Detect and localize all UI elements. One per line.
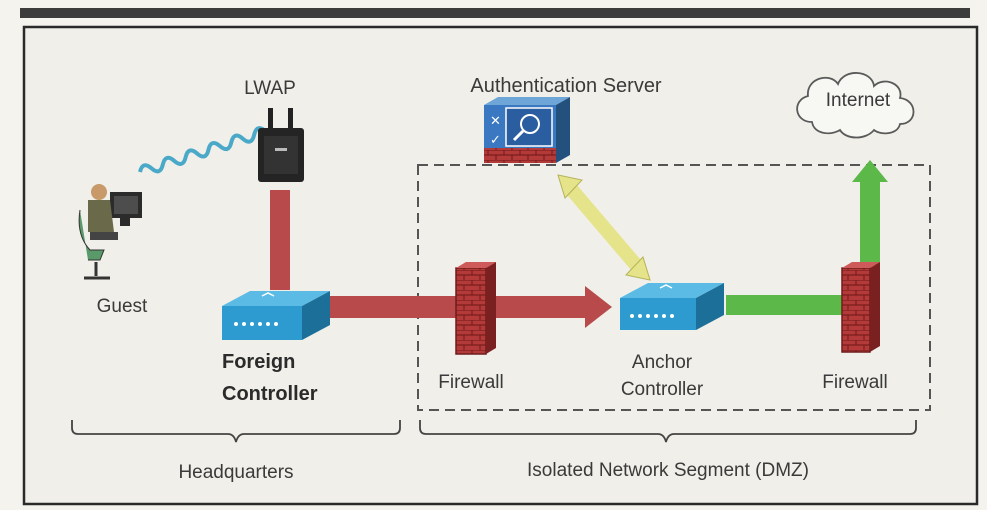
- lwap-controller-link: [270, 190, 290, 290]
- foreign-controller-label-1: Foreign: [222, 351, 295, 373]
- firewall-2-label: Firewall: [822, 372, 887, 393]
- anchor-controller-label-1: Anchor: [632, 352, 693, 373]
- auth-server-label: Authentication Server: [470, 75, 662, 97]
- dmz-boundary: [417, 164, 931, 411]
- headquarters-label: Headquarters: [178, 462, 293, 483]
- dmz-label: Isolated Network Segment (DMZ): [527, 460, 809, 481]
- foreign-controller-label-2: Controller: [222, 383, 318, 405]
- guest-label: Guest: [97, 296, 148, 317]
- cloud-icon: [796, 72, 915, 139]
- svg-text:✕: ✕: [490, 114, 501, 129]
- firewall-2-icon: [841, 262, 880, 353]
- anchor-firewall-link: [726, 295, 846, 315]
- auth-anchor-arrow: [557, 174, 651, 281]
- firewall-1-label: Firewall: [438, 372, 503, 393]
- user-at-computer-icon: [78, 184, 142, 280]
- internet-arrow: [852, 160, 888, 265]
- anchor-controller-label-2: Controller: [621, 379, 704, 400]
- wireless-link: [138, 126, 267, 174]
- access-point-icon: [258, 108, 304, 182]
- top-band: [20, 8, 970, 18]
- firewall-1-icon: [455, 262, 496, 355]
- headquarters-brace: [71, 420, 401, 443]
- lwap-label: LWAP: [244, 78, 296, 99]
- anchor-controller-icon: [620, 283, 724, 330]
- internet-label: Internet: [826, 90, 891, 111]
- svg-text:✓: ✓: [490, 133, 501, 148]
- foreign-controller-icon: [222, 291, 330, 340]
- auth-server-icon: ✕ ✓: [484, 97, 570, 163]
- dmz-brace: [419, 420, 917, 443]
